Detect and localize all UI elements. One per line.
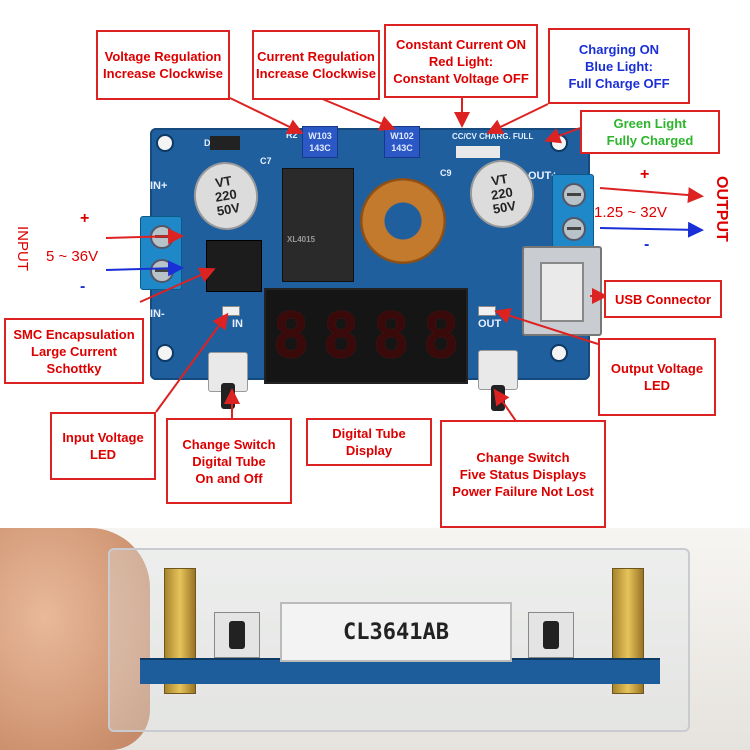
digital-tube-display: 8 8 8 8 [264, 288, 468, 384]
input-range: 5 ~ 36V [46, 248, 99, 265]
screw-icon [562, 217, 586, 241]
callout-usb-connector: USB Connector [604, 280, 722, 318]
button-cap [221, 383, 235, 409]
display-toggle-button[interactable] [208, 352, 248, 409]
r2-label: R2 [286, 130, 298, 140]
mounting-hole [156, 134, 174, 152]
c7-label: C7 [260, 156, 272, 166]
button-cap [229, 621, 245, 649]
schottky-diode [206, 240, 262, 292]
in-plus-label: IN+ [150, 180, 168, 192]
input-voltage-led [222, 306, 240, 316]
display-digit: 8 [322, 299, 360, 372]
out-plus-label: OUT+ [528, 170, 558, 182]
in-minus-label: IN- [150, 308, 165, 320]
output-range: 1.25 ~ 32V [594, 204, 667, 221]
input-minus: - [80, 278, 86, 295]
screw-icon [562, 183, 586, 207]
case-button-right[interactable] [528, 612, 574, 658]
output-plus: + [640, 166, 650, 183]
display-digit: 8 [272, 299, 310, 372]
led-labels: CC/CV CHARG. FULL [452, 132, 534, 141]
regulator-chip: XL4015 [282, 168, 354, 282]
screw-icon [150, 225, 174, 249]
output-terminal-block[interactable] [552, 174, 594, 248]
display-digit: 8 [422, 299, 460, 372]
display-part-label: CL3641AB [280, 602, 512, 662]
status-switch-button[interactable] [478, 350, 518, 411]
output-minus: - [644, 236, 650, 253]
out-led-label: OUT [478, 318, 502, 330]
input-plus: + [80, 210, 90, 227]
output-voltage-led [478, 306, 496, 316]
diode-d1 [210, 136, 240, 150]
mounting-hole [156, 344, 174, 362]
input-label: INPUT [14, 226, 31, 271]
usb-slot [540, 262, 584, 322]
mounting-hole [550, 134, 568, 152]
output-label: OUTPUT [713, 176, 730, 242]
input-terminal-block[interactable] [140, 216, 182, 290]
display-digit: 8 [372, 299, 410, 372]
status-leds [456, 146, 500, 158]
case-button-left[interactable] [214, 612, 260, 658]
in-led-label: IN [232, 318, 243, 330]
screw-icon [150, 259, 174, 283]
usb-port[interactable] [522, 246, 602, 336]
mounting-hole [550, 344, 568, 362]
c9-label: C9 [440, 168, 452, 178]
button-cap [543, 621, 559, 649]
d1-label: D1 [204, 138, 216, 148]
hand-photo [0, 528, 150, 750]
button-cap [491, 385, 505, 411]
inductor-coil [360, 178, 446, 264]
